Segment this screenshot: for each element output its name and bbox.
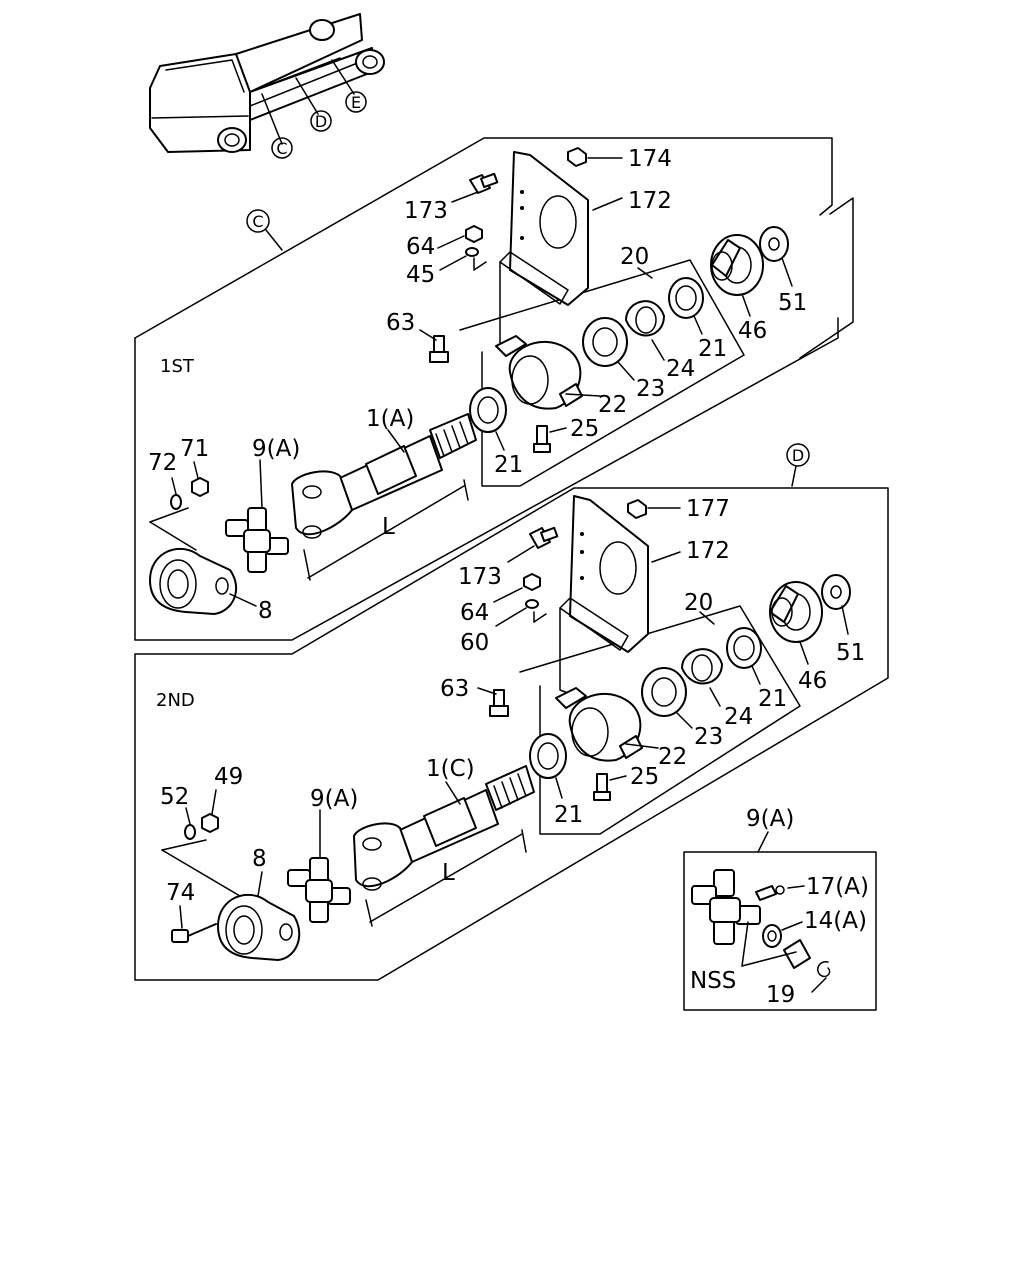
section-title-1st: 1ST	[160, 356, 195, 377]
part-177: 177	[686, 496, 730, 522]
part-71: 71	[180, 436, 209, 462]
part-22: 22	[598, 392, 627, 418]
detail-universal-joint: 9(A) 17(A) 14(A) 19 NSS	[683, 806, 877, 1011]
section-title-2nd: 2ND	[156, 690, 195, 711]
part-1a: 1(A)	[366, 406, 414, 432]
part-51-2nd: 51	[836, 640, 865, 666]
part-63: 63	[386, 310, 415, 336]
part-24: 24	[666, 356, 695, 382]
part-nss: NSS	[690, 968, 736, 994]
part-20: 20	[620, 244, 649, 270]
part-20-2nd: 20	[684, 590, 713, 616]
truck-overview: C D E	[149, 13, 385, 159]
part-25-2nd: 25	[630, 764, 659, 790]
part-9a-2nd: 9(A)	[310, 786, 358, 812]
dimension-l-1st: L	[382, 514, 395, 540]
part-23-2nd: 23	[694, 724, 723, 750]
section-2nd: D 2ND 177 172 173 64 60 20	[134, 443, 889, 981]
part-21-upper-2nd: 21	[758, 686, 787, 712]
part-23: 23	[636, 376, 665, 402]
part-173: 173	[404, 198, 448, 224]
part-21-lower-2nd: 21	[554, 802, 583, 828]
part-173-2nd: 173	[458, 564, 502, 590]
part-22-2nd: 22	[658, 744, 687, 770]
detail-title: 9(A)	[746, 806, 794, 832]
part-172-2nd: 172	[686, 538, 730, 564]
part-52: 52	[160, 784, 189, 810]
part-17a: 17(A)	[806, 874, 869, 900]
part-21-lower: 21	[494, 452, 523, 478]
part-24-2nd: 24	[724, 704, 753, 730]
dimension-l-2nd: L	[442, 860, 455, 886]
part-64-2nd: 64	[460, 600, 489, 626]
part-14a: 14(A)	[804, 908, 867, 934]
part-63-2nd: 63	[440, 676, 469, 702]
part-72: 72	[148, 450, 177, 476]
part-64: 64	[406, 234, 435, 260]
callout-c-truck: C	[276, 139, 287, 158]
callout-d-section: D	[792, 446, 804, 465]
part-46-2nd: 46	[798, 668, 827, 694]
part-19: 19	[766, 982, 795, 1008]
callout-e-truck: E	[351, 93, 361, 112]
callout-d-truck: D	[315, 112, 327, 131]
part-74: 74	[166, 880, 195, 906]
part-8-1st: 8	[258, 598, 273, 624]
part-9a-1st: 9(A)	[252, 436, 300, 462]
part-1c: 1(C)	[426, 756, 475, 782]
part-49: 49	[214, 764, 243, 790]
section-1st: C 1ST 174 173 172 64 45 20	[134, 137, 854, 641]
part-45: 45	[406, 262, 435, 288]
part-25: 25	[570, 416, 599, 442]
part-21-upper: 21	[698, 336, 727, 362]
part-60: 60	[460, 630, 489, 656]
part-51: 51	[778, 290, 807, 316]
part-8-2nd: 8	[252, 846, 267, 872]
callout-c-section: C	[252, 212, 263, 231]
part-172: 172	[628, 188, 672, 214]
part-174: 174	[628, 146, 672, 172]
part-46: 46	[738, 318, 767, 344]
